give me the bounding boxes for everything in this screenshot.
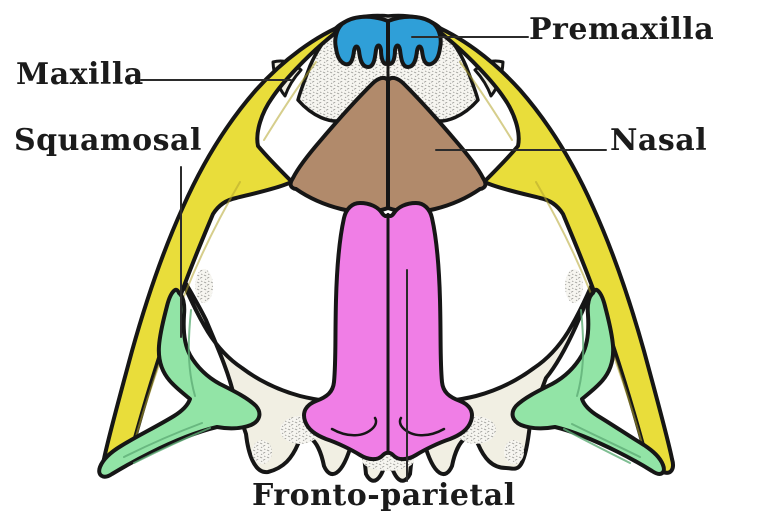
maxilla-bone-left (101, 21, 350, 475)
premaxilla-bone-left (333, 14, 390, 69)
label-fronto-parietal: Fronto-parietal (252, 478, 516, 513)
squamosal-hatch-shading (123, 309, 641, 464)
premaxilla-bone-right (386, 14, 443, 69)
squamosal-bone-left (97, 287, 262, 479)
nasal-bone-left (288, 75, 390, 214)
nasal-bone-right (386, 75, 488, 214)
label-premaxilla: Premaxilla (529, 12, 715, 47)
label-maxilla: Maxilla (16, 57, 144, 92)
squamosal-bone-right (510, 287, 666, 476)
maxilla-bone-right (426, 21, 675, 475)
label-squamosal: Squamosal (14, 123, 202, 158)
label-nasal: Nasal (610, 123, 708, 158)
fronto-parietal-suture-details (330, 416, 446, 437)
